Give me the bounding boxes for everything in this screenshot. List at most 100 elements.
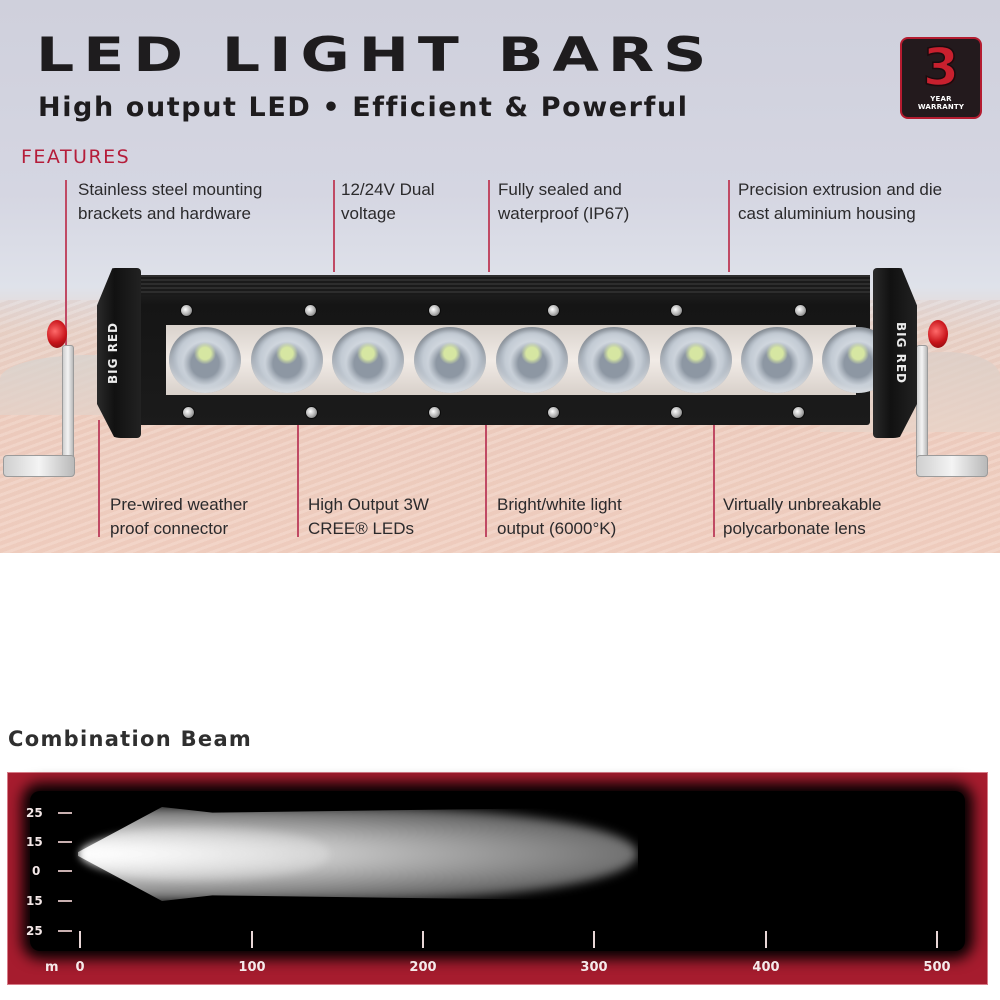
bar-housing — [130, 275, 894, 425]
beam-hotspot — [80, 827, 330, 881]
tick-mark — [58, 841, 72, 843]
feature-cree-leds: High Output 3W CREE® LEDs — [308, 493, 429, 541]
x-tick — [936, 931, 938, 948]
led-lens — [332, 327, 404, 393]
feature-text: Virtually unbreakable — [723, 495, 882, 514]
warranty-line2: WARRANTY — [917, 103, 965, 111]
feature-waterproof: Fully sealed and waterproof (IP67) — [498, 178, 629, 226]
led-lens — [578, 327, 650, 393]
y-tick-label: 0 — [32, 864, 41, 878]
brand-logo-right: BIG RED — [894, 321, 908, 385]
callout-line — [488, 180, 490, 272]
callout-line — [485, 420, 487, 537]
mounting-bracket-left — [62, 345, 74, 465]
feature-polycarbonate-lens: Virtually unbreakable polycarbonate lens — [723, 493, 881, 541]
feature-text: Pre-wired weather — [110, 495, 248, 514]
callout-line — [333, 180, 335, 272]
bolt-icon — [547, 304, 560, 317]
feature-aluminium-housing: Precision extrusion and die cast alumini… — [738, 178, 942, 226]
callout-line — [65, 180, 67, 355]
x-tick — [593, 931, 595, 948]
feature-text: proof connector — [110, 519, 229, 538]
feature-text: cast aluminium housing — [738, 204, 916, 223]
callout-line — [98, 420, 100, 537]
x-tick — [79, 931, 81, 948]
bolt-icon — [792, 406, 805, 419]
heatsink-fins — [130, 275, 870, 295]
feature-text: Bright/white light — [497, 495, 622, 514]
bolt-icon — [794, 304, 807, 317]
feature-text: output (6000°K) — [497, 519, 617, 538]
mounting-knob-left — [47, 320, 67, 348]
tick-mark — [58, 930, 72, 932]
feature-text: voltage — [341, 204, 396, 223]
bolt-icon — [670, 304, 683, 317]
x-tick-label: 400 — [752, 960, 780, 975]
callout-line — [728, 180, 730, 272]
feature-text: waterproof (IP67) — [498, 204, 630, 223]
bolt-icon — [428, 406, 441, 419]
x-tick — [422, 931, 424, 948]
feature-text: brackets and hardware — [78, 204, 251, 223]
tick-mark — [58, 870, 72, 872]
bolt-icon — [670, 406, 683, 419]
feature-text: Stainless steel mounting — [78, 180, 263, 199]
bolt-icon — [547, 406, 560, 419]
bolt-icon — [304, 304, 317, 317]
hero-banner: LED LIGHT BARS High output LED • Efficie… — [0, 0, 1000, 553]
bolt-icon — [305, 406, 318, 419]
brand-logo-left: BIG RED — [106, 321, 120, 385]
y-tick: 15 — [8, 894, 72, 908]
beam-chart-title: Combination Beam — [8, 727, 253, 751]
x-tick-label: 100 — [238, 960, 266, 975]
y-tick-label: 25 — [26, 924, 43, 938]
y-tick: 25 — [8, 806, 72, 820]
x-tick-label: 300 — [580, 960, 608, 975]
feature-connector: Pre-wired weather proof connector — [110, 493, 248, 541]
led-lens — [741, 327, 813, 393]
bolt-icon — [182, 406, 195, 419]
x-tick-label: 500 — [923, 960, 951, 975]
bolt-icon — [428, 304, 441, 317]
end-cap-right: BIG RED — [873, 268, 917, 438]
tick-mark — [58, 900, 72, 902]
features-heading: FEATURES — [21, 146, 131, 168]
y-tick-label: 25 — [26, 806, 43, 820]
mounting-bracket-foot-left — [3, 455, 75, 477]
feature-text: High Output 3W — [308, 495, 429, 514]
led-lens — [414, 327, 486, 393]
beam-chart: 25 15 0 15 25 m 0 100 200 300 400 500 — [7, 772, 988, 985]
y-tick: 15 — [8, 835, 72, 849]
feature-text: polycarbonate lens — [723, 519, 866, 538]
y-tick: 0 — [8, 864, 72, 878]
led-lens — [169, 327, 241, 393]
warranty-badge: 3 YEAR WARRANTY — [900, 37, 982, 119]
led-light-bar: BIG RED BIG RED — [97, 268, 917, 438]
feature-mounting-brackets: Stainless steel mounting brackets and ha… — [78, 178, 262, 226]
lens-strip — [166, 325, 894, 395]
mounting-knob-right — [928, 320, 948, 348]
end-cap-left: BIG RED — [97, 268, 141, 438]
page-title: LED LIGHT BARS — [36, 28, 716, 83]
warranty-line1: YEAR — [930, 95, 952, 103]
y-tick-label: 15 — [26, 894, 43, 908]
callout-line — [297, 420, 299, 537]
x-tick — [765, 931, 767, 948]
page-subtitle: High output LED • Efficient & Powerful — [38, 92, 689, 123]
x-tick — [251, 931, 253, 948]
feature-text: CREE® LEDs — [308, 519, 415, 538]
y-tick-label: 15 — [26, 835, 43, 849]
led-lens — [660, 327, 732, 393]
feature-dual-voltage: 12/24V Dual voltage — [341, 178, 435, 226]
callout-line — [713, 420, 715, 537]
feature-text: Fully sealed and — [498, 180, 622, 199]
x-axis-unit: m — [45, 960, 59, 975]
feature-text: Precision extrusion and die — [738, 180, 943, 199]
bolt-icon — [180, 304, 193, 317]
warranty-years: 3 — [922, 38, 960, 98]
led-lens — [251, 327, 323, 393]
feature-light-output: Bright/white light output (6000°K) — [497, 493, 622, 541]
feature-text: 12/24V Dual — [341, 180, 435, 199]
y-tick: 25 — [8, 924, 72, 938]
led-lens — [496, 327, 568, 393]
